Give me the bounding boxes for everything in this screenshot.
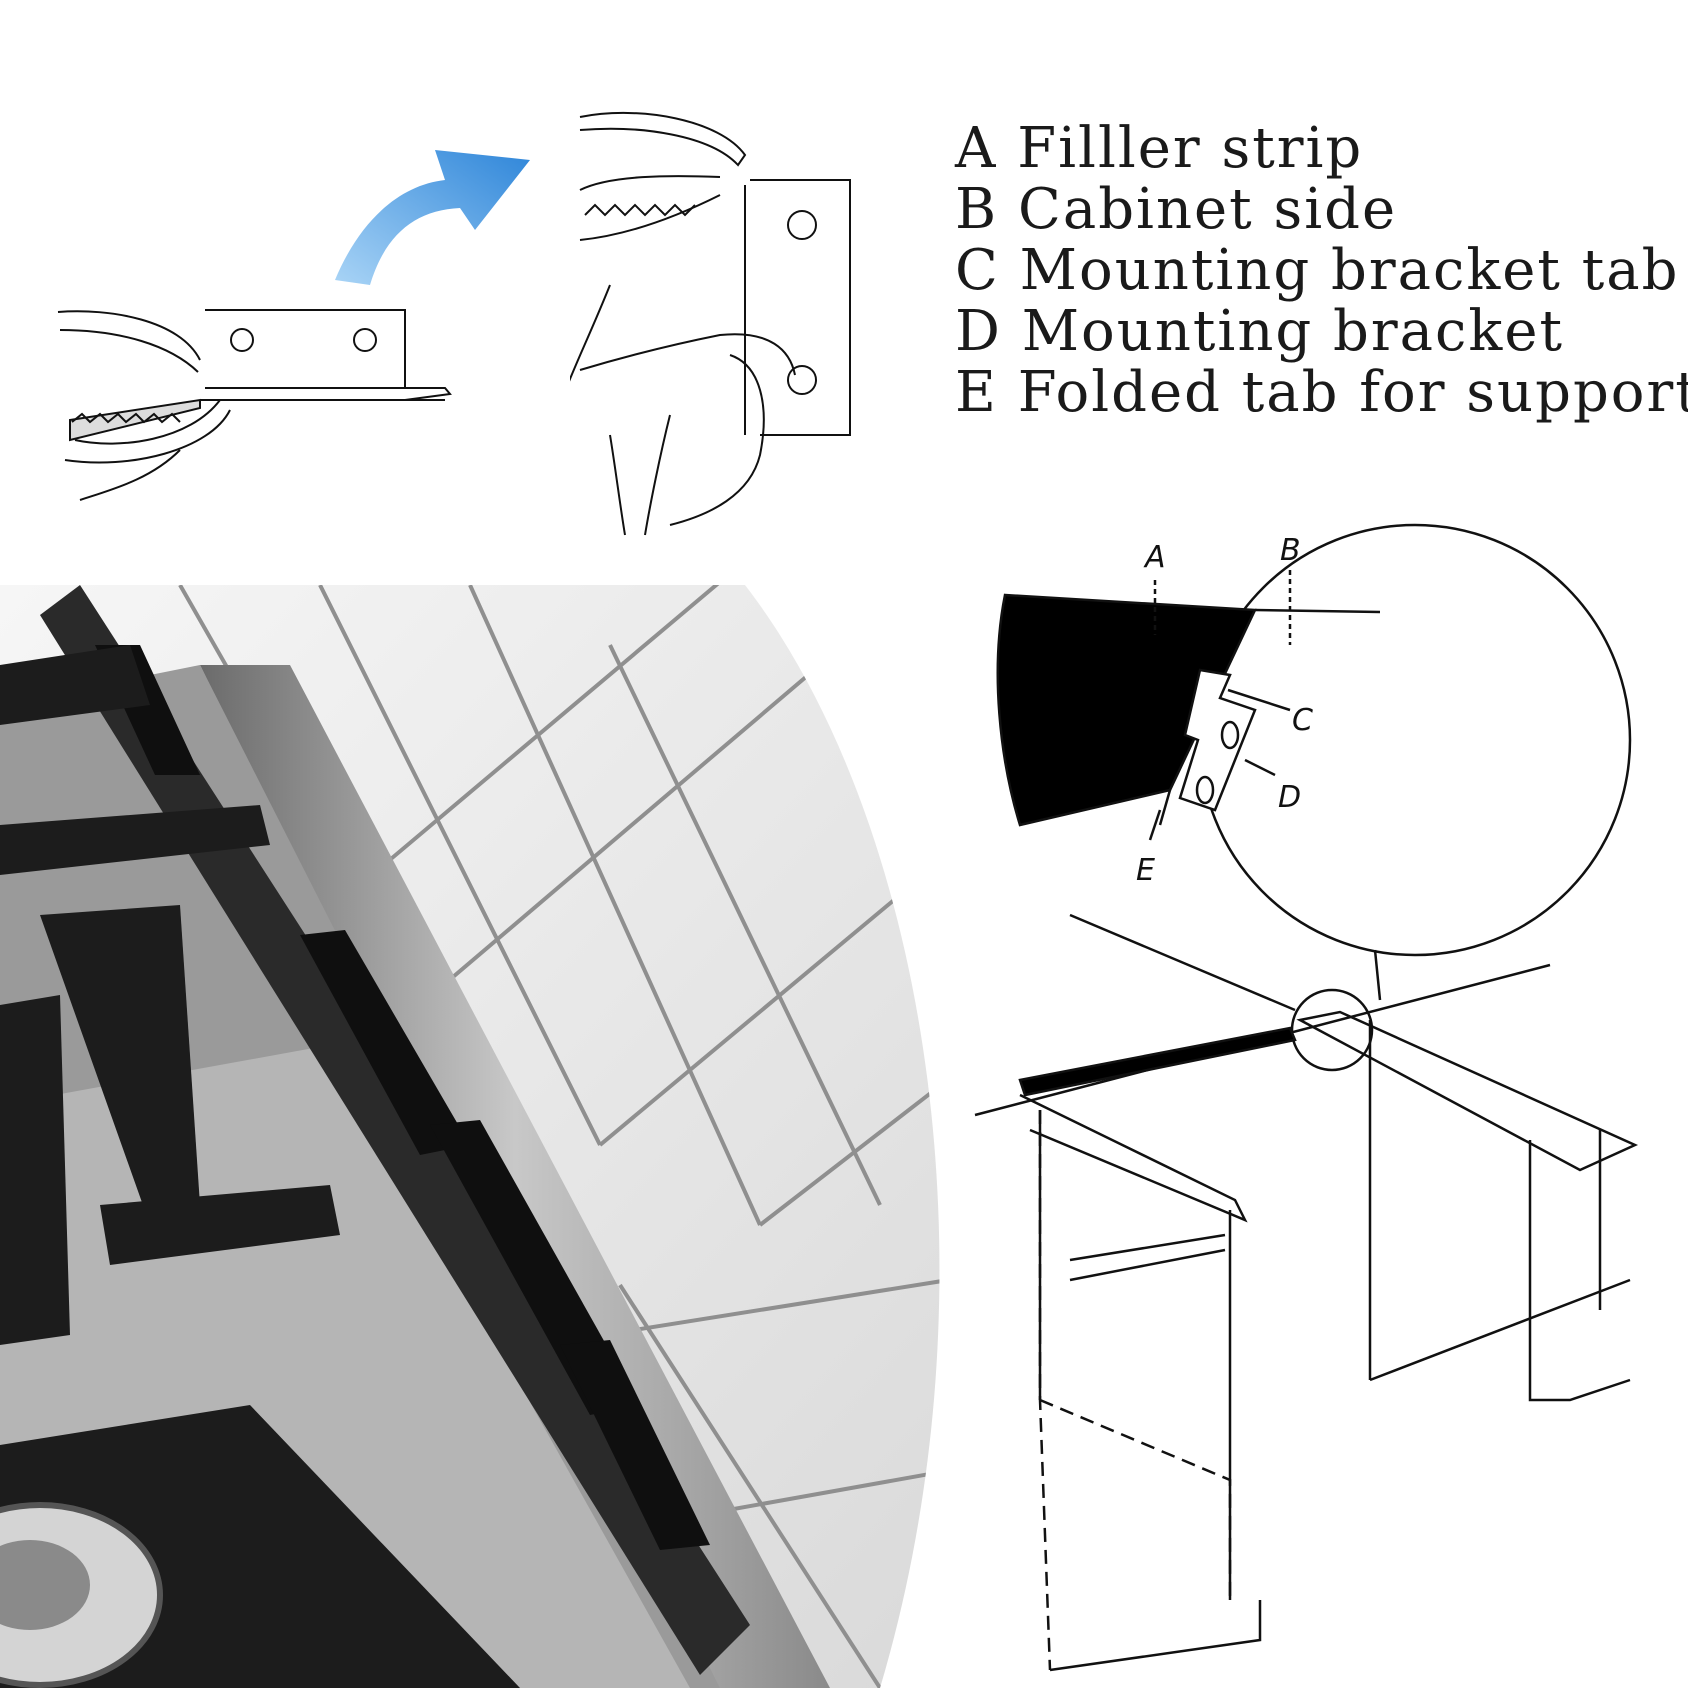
- curved-arrow-icon: [335, 150, 530, 285]
- legend-item-b: B Cabinet side: [955, 177, 1398, 242]
- callout-d: D: [1278, 780, 1301, 815]
- pliers-step-1-illustration: [57, 309, 452, 501]
- callout-a: A: [1143, 540, 1166, 575]
- legend-item-c: C Mounting bracket tab: [955, 238, 1680, 303]
- callout-b: B: [1280, 533, 1301, 568]
- callout-e: E: [1136, 853, 1155, 888]
- callout-c: C: [1292, 703, 1313, 738]
- stovetop-photo: [0, 585, 940, 1688]
- bracket-plate: [205, 309, 406, 389]
- parts-legend: A Filller strip B Cabinet side C Mountin…: [955, 116, 1688, 425]
- pliers-step-2-illustration: [570, 111, 851, 536]
- legend-item-a: A Filller strip: [955, 116, 1364, 181]
- magnifier-circle: [1198, 523, 1632, 957]
- bracket-vertical: [750, 179, 851, 436]
- legend-item-e: E Folded tab for support: [955, 360, 1688, 425]
- cabinet-installation-diagram: A B C D E: [974, 523, 1639, 1672]
- legend-item-d: D Mounting bracket: [955, 299, 1564, 364]
